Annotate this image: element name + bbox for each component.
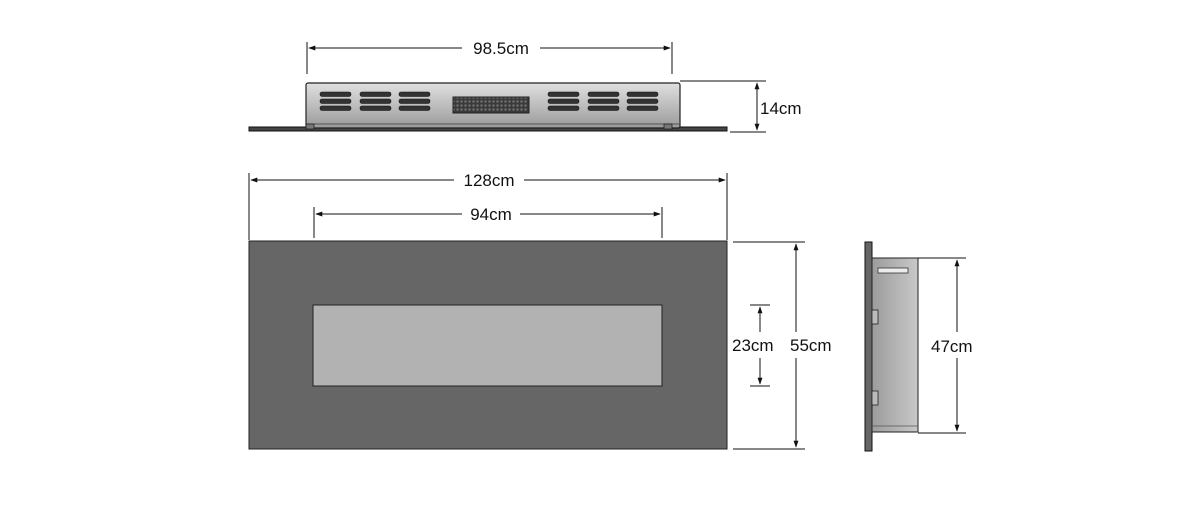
vent-slot	[359, 98, 392, 104]
dimension-glass-height: 23cm	[732, 304, 774, 387]
dimension-top-depth: 14cm	[680, 80, 802, 133]
vent-slot	[547, 98, 580, 104]
vent-slot	[359, 105, 392, 111]
vent-slot	[547, 105, 580, 111]
top-view-vents	[319, 91, 659, 111]
vent-slot	[319, 91, 352, 97]
side-view-top-slot	[877, 267, 909, 274]
top-view: 98.5cm 14cm	[248, 38, 802, 133]
top-view-foot-left	[305, 123, 315, 130]
vent-slot	[398, 98, 431, 104]
front-view-glass	[312, 304, 663, 387]
side-view-clip-bottom	[871, 390, 879, 406]
dimension-top-width: 98.5cm	[306, 38, 673, 74]
dimension-glass-width: 94cm	[313, 204, 663, 238]
dimension-overall-height: 55cm	[733, 241, 832, 450]
vent-slot	[587, 105, 620, 111]
vent-slot	[626, 91, 659, 97]
dimension-top-width-label: 98.5cm	[473, 39, 529, 58]
vent-slot	[319, 105, 352, 111]
vent-slot	[587, 98, 620, 104]
side-view-front-plate	[864, 241, 873, 452]
dimension-body-height: 47cm	[918, 257, 973, 434]
side-view: 47cm	[864, 241, 973, 452]
dimension-overall-height-label: 55cm	[790, 336, 832, 355]
vent-slot	[547, 91, 580, 97]
top-view-mesh-grille	[452, 96, 530, 114]
dimension-glass-width-label: 94cm	[470, 205, 512, 224]
vent-slot	[398, 91, 431, 97]
side-view-clip-top	[871, 309, 879, 325]
vent-slot	[398, 105, 431, 111]
dimension-overall-width: 128cm	[248, 170, 728, 240]
vent-slot	[626, 105, 659, 111]
front-view: 128cm 94cm 23cm 55cm	[248, 170, 832, 450]
dimension-overall-width-label: 128cm	[463, 171, 514, 190]
vent-slot	[359, 91, 392, 97]
dimension-body-height-label: 47cm	[931, 337, 973, 356]
dimension-top-depth-label: 14cm	[760, 99, 802, 118]
vent-slot	[626, 98, 659, 104]
dimension-glass-height-label: 23cm	[732, 336, 774, 355]
side-view-body	[871, 257, 919, 433]
vent-slot	[587, 91, 620, 97]
top-view-foot-right	[663, 123, 673, 130]
vent-slot	[319, 98, 352, 104]
